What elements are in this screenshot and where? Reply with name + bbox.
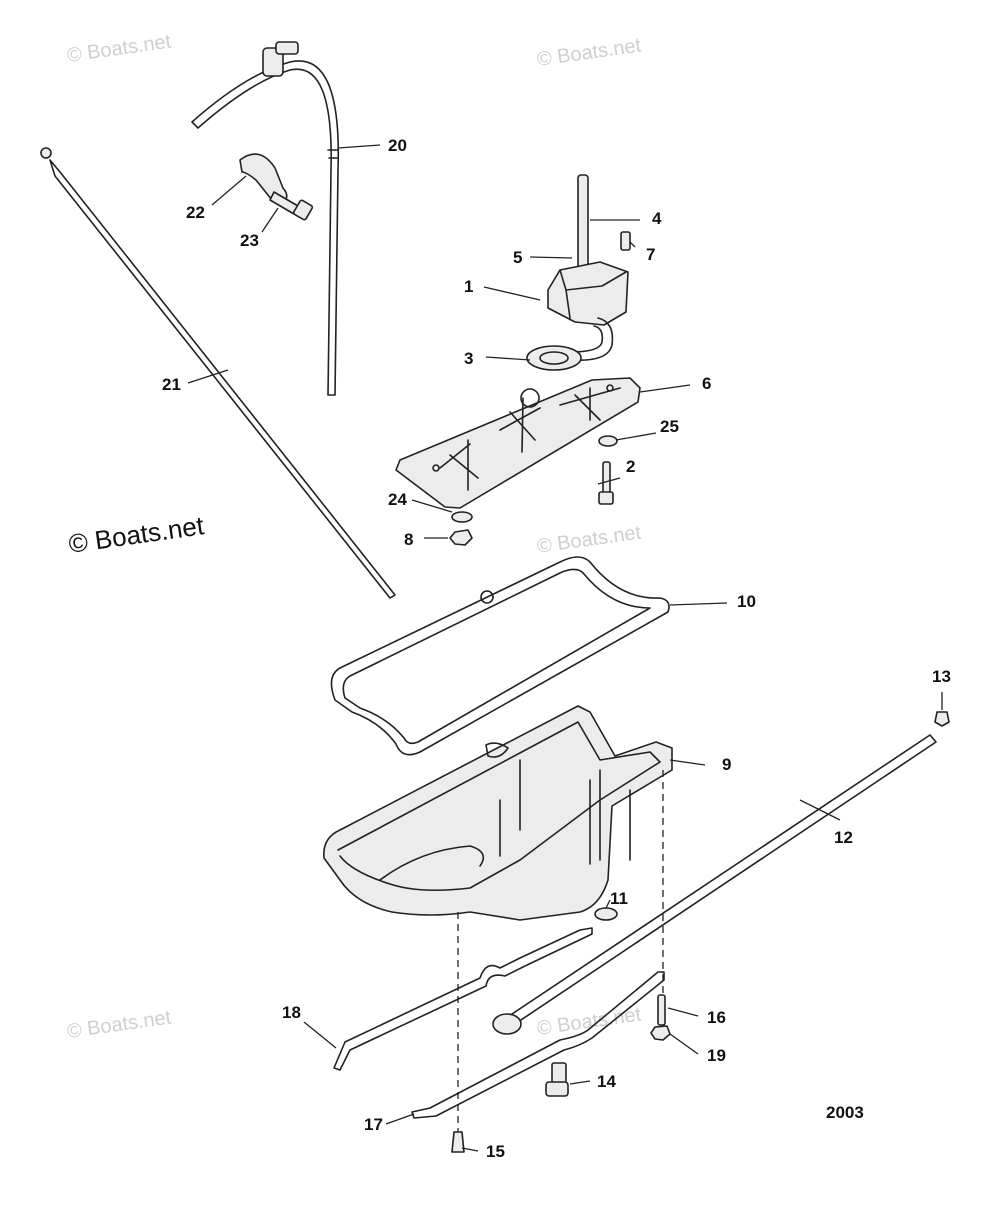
oil-pump-part (526, 174, 631, 371)
stud-part (657, 994, 666, 1026)
callout-14: 14 (597, 1072, 616, 1091)
bolt-part (269, 191, 314, 221)
watermark: © Boats.net (536, 35, 643, 71)
callout-23: 23 (240, 231, 259, 250)
watermark: © Boats.net (66, 1007, 173, 1043)
callout-5: 5 (513, 248, 522, 267)
washer-part (598, 435, 618, 447)
callout-11: 11 (610, 889, 628, 908)
callout-18: 18 (282, 1003, 301, 1022)
callout-15: 15 (486, 1142, 505, 1161)
year-label: 2003 (826, 1103, 864, 1122)
drain-washer-part (594, 907, 618, 921)
left-seal-part (333, 927, 593, 1071)
callout-17: 17 (364, 1115, 383, 1134)
long-tube-part (492, 734, 937, 1035)
windage-tray-part (395, 377, 641, 509)
right-seal-part (411, 971, 665, 1119)
callout-7: 7 (646, 245, 655, 264)
callout-6: 6 (702, 374, 711, 393)
nut-part (650, 1025, 671, 1041)
callout-labels: 1 2 3 4 5 6 7 8 9 10 11 12 13 14 15 16 1… (162, 136, 951, 1161)
drain-plug-part (545, 1062, 569, 1097)
washer-part (451, 511, 473, 523)
watermark: © Boats.net (536, 522, 643, 558)
callout-2: 2 (626, 457, 635, 476)
oil-pan-gasket-part (330, 556, 670, 756)
clip-part (239, 153, 288, 203)
watermark-main: © Boats.net (67, 510, 207, 559)
callout-4: 4 (652, 209, 662, 228)
callout-21: 21 (162, 375, 181, 394)
callout-12: 12 (834, 828, 853, 847)
dipstick-part (40, 147, 396, 599)
callout-10: 10 (737, 592, 756, 611)
callout-8: 8 (404, 530, 413, 549)
screw-part (451, 1131, 465, 1153)
dipstick-tube-part (191, 41, 340, 396)
callout-25: 25 (660, 417, 679, 436)
callout-24: 24 (388, 490, 407, 509)
nut-part (449, 529, 473, 546)
oil-pan-part (323, 705, 673, 921)
callout-3: 3 (464, 349, 473, 368)
callout-22: 22 (186, 203, 205, 222)
leader-lines (187, 144, 943, 1152)
stud-part (598, 461, 614, 505)
callout-9: 9 (722, 755, 731, 774)
callout-16: 16 (707, 1008, 726, 1027)
watermark: © Boats.net (66, 31, 173, 67)
callout-19: 19 (707, 1046, 726, 1065)
callout-20: 20 (388, 136, 407, 155)
callout-13: 13 (932, 667, 951, 686)
plug-part (934, 711, 950, 727)
callout-1: 1 (464, 277, 473, 296)
